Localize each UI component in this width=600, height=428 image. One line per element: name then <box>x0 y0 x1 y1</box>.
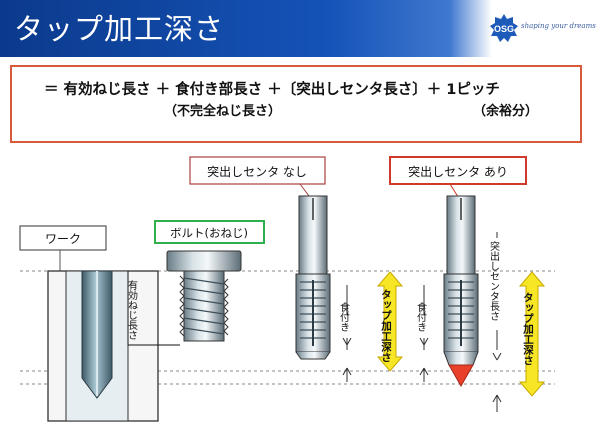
bolt-label: ボルト(おねじ) <box>170 226 248 240</box>
formula-box: ＝ 有効ねじ長さ ＋ 食付き部長さ ＋〔突出しセンタ長さ〕＋ 1ピッチ （不完全… <box>10 65 582 143</box>
center-length-label: 突出しセンタ長さ <box>488 240 500 321</box>
work-label: ワーク <box>45 232 81 246</box>
depth-arrow-1 <box>376 271 404 372</box>
formula-line: ＝ 有効ねじ長さ ＋ 食付き部長さ ＋〔突出しセンタ長さ〕＋ 1ピッチ <box>44 82 500 98</box>
depth-label-1: タップ加工深さ <box>380 289 392 363</box>
chamfer-label-2: 食付き <box>415 301 427 332</box>
logo-text: OSG <box>494 24 514 34</box>
bolt-shank <box>179 270 229 342</box>
depth-label-2: タップ加工深さ <box>522 292 534 366</box>
bolt-head <box>166 250 242 272</box>
tap-no-center <box>295 195 331 360</box>
bolt-label-box <box>154 220 265 244</box>
formula-sub-incomplete-thread: （不完全ねじ長さ） <box>164 104 282 119</box>
tap-with-center-label: 突出しセンタ あり <box>408 164 508 179</box>
effective-thread-label: 有効ねじ長さ <box>126 279 138 340</box>
formula-sub-margin: （余裕分） <box>473 104 539 119</box>
title-bar: タップ加工深さ OSG shaping your dreams <box>0 0 600 57</box>
tap-no-center-label: 突出しセンタ なし <box>207 164 307 179</box>
tagline: shaping your dreams <box>521 22 596 30</box>
depth-arrow-2 <box>518 271 546 397</box>
page-title: タップ加工深さ <box>14 12 225 46</box>
tap-with-center-callout <box>389 156 527 185</box>
tap-with-center <box>443 195 479 388</box>
tap-no-center-callout <box>189 156 326 185</box>
work-label-box <box>19 225 107 251</box>
osg-logo-icon: OSG <box>490 14 518 42</box>
chamfer-label-1: 食付き <box>338 301 350 332</box>
center-tip <box>448 364 474 388</box>
